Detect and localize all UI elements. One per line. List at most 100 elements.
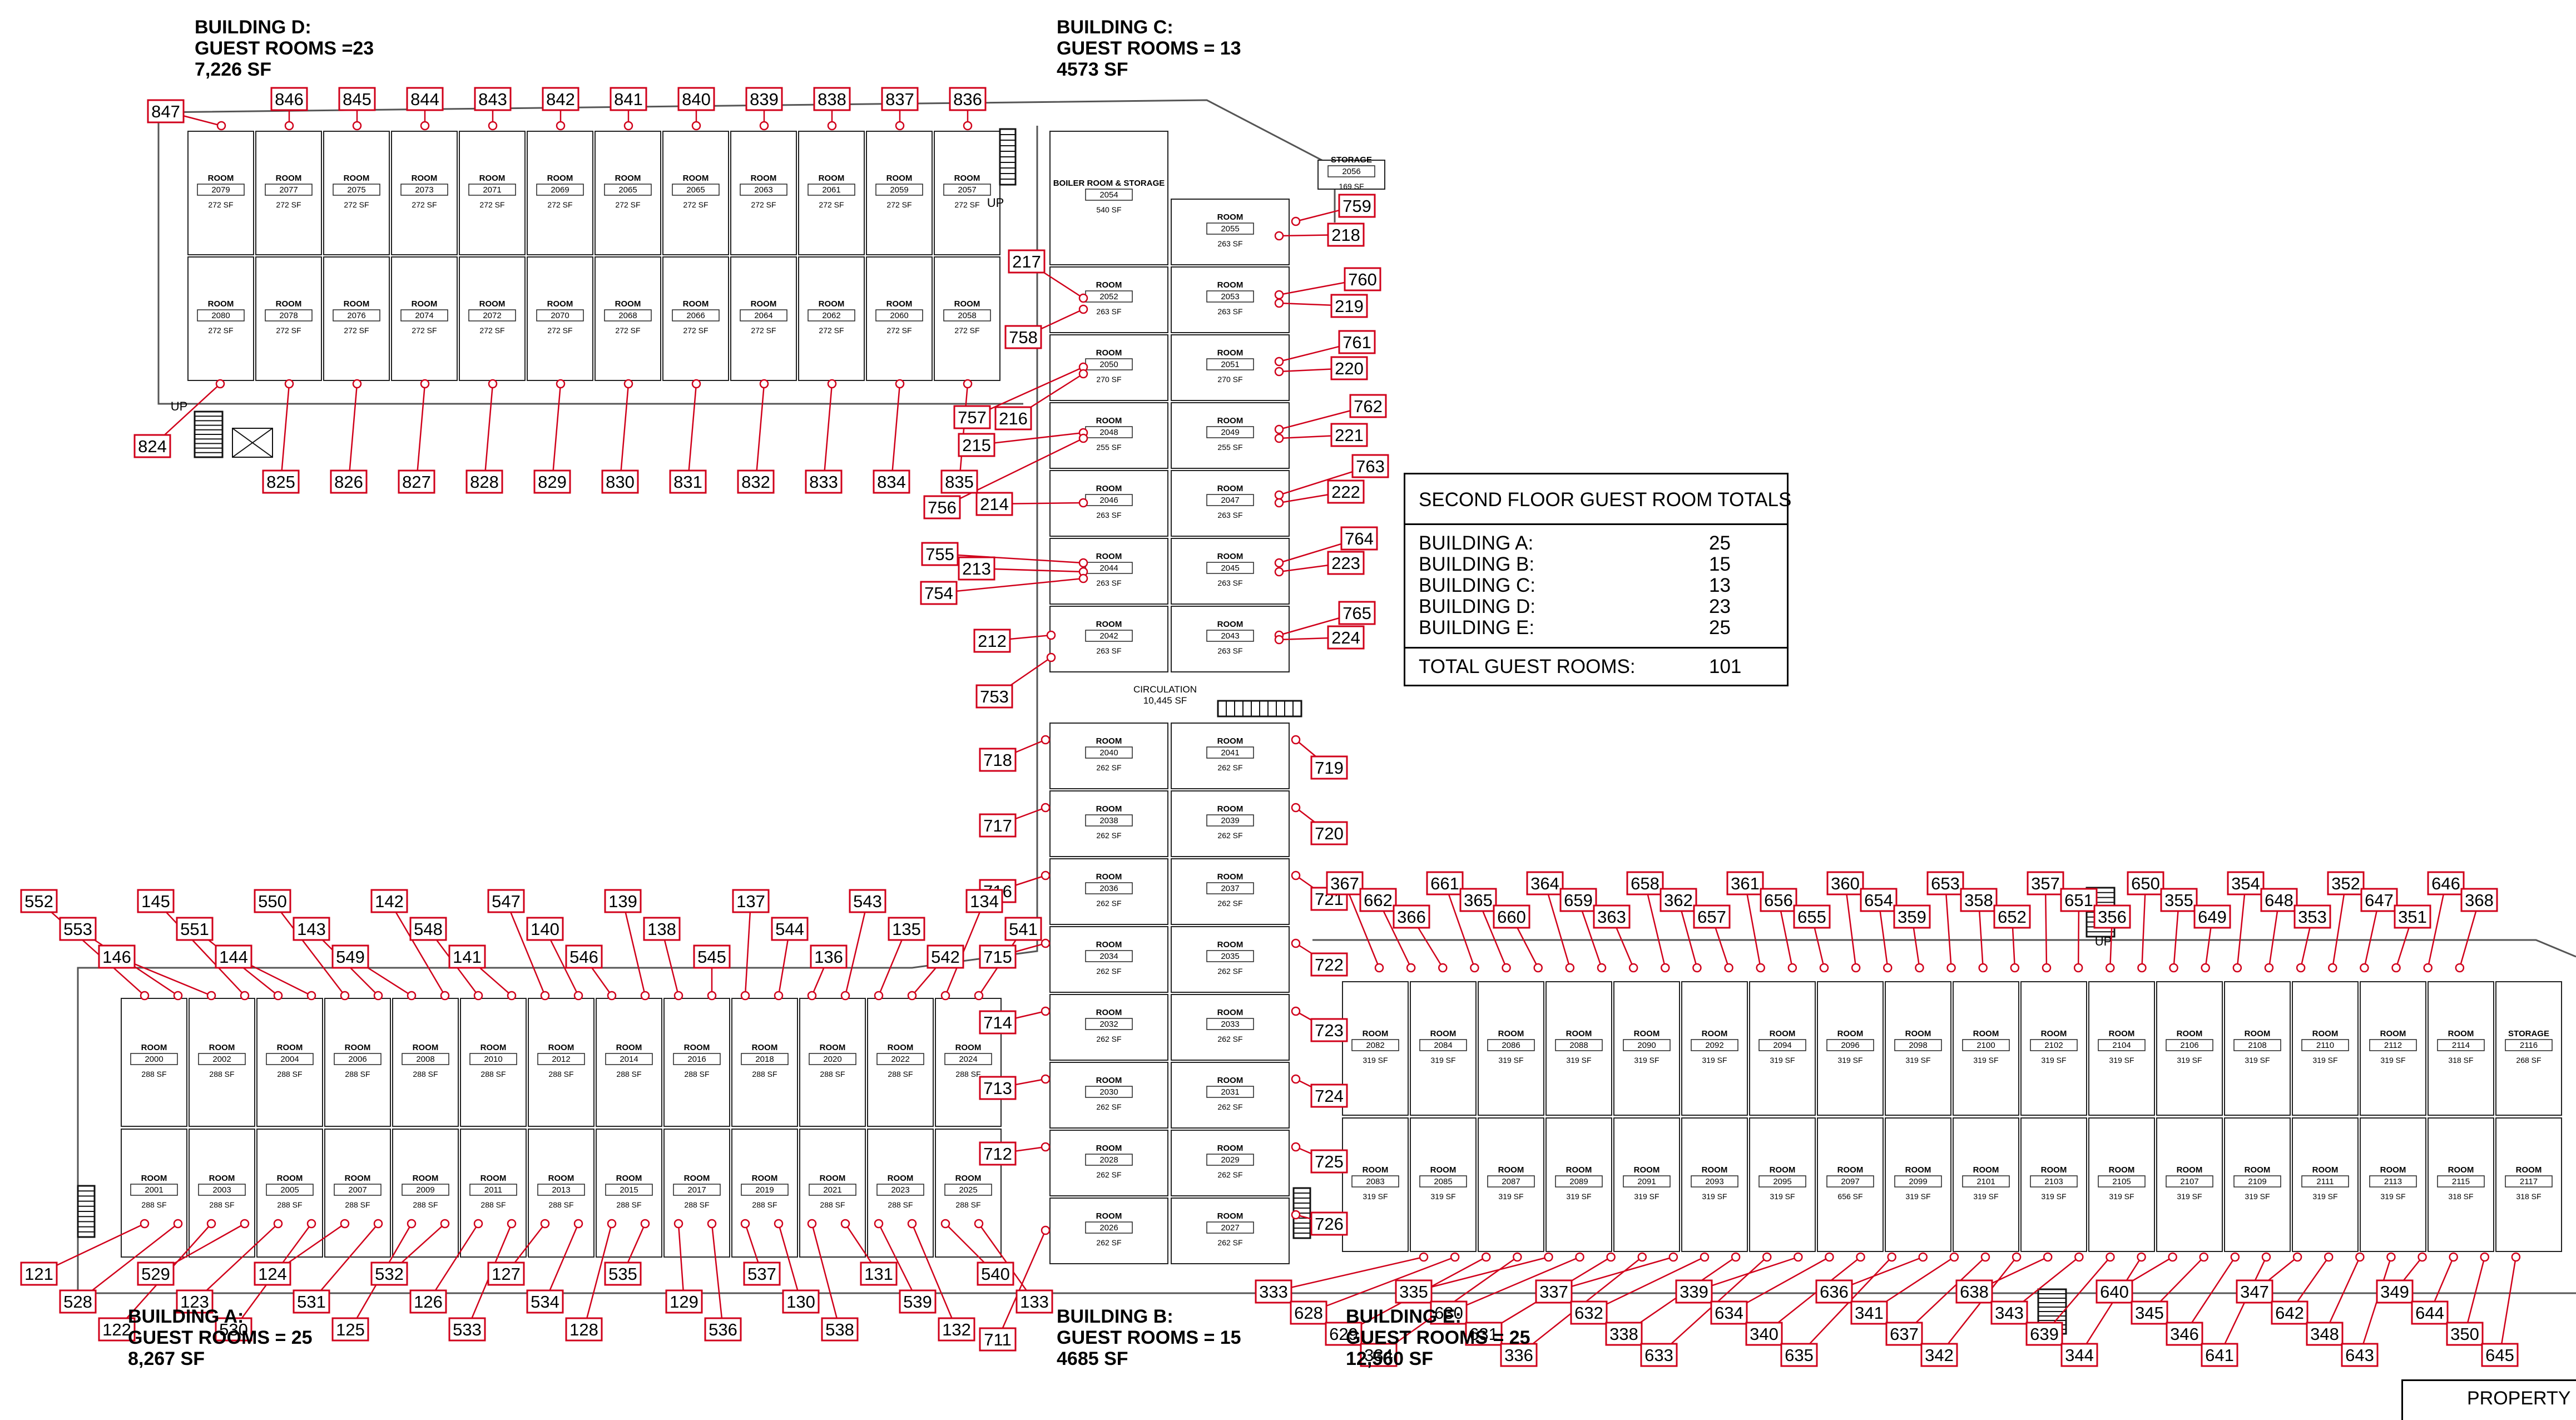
keynote-tag: 643 [2341,1343,2379,1367]
keynote-number: 757 [958,408,987,427]
keynote-tag: 134 [965,889,1003,913]
stair-up-label: UP [171,399,188,413]
room-number: 2099 [1909,1177,1927,1186]
room-area: 319 SF [2109,1192,2134,1201]
keynote-tag: 759 [1338,194,1376,218]
totals-row-label: BUILDING C: [1419,575,1536,596]
room-number-box [2505,1175,2553,1188]
keynote-tag: 359 [1893,904,1931,929]
room-name: ROOM [751,299,777,309]
keynote-tag: 633 [1640,1343,1678,1367]
keynote-tag: 646 [2427,871,2465,895]
keynote-leader [890,383,901,482]
keynote-target [1078,573,1088,583]
room-number-box [1206,1086,1254,1098]
room-number-box [1085,1154,1133,1166]
building-e-area: 12,560 SF [1346,1348,1433,1369]
keynote-tag: 652 [1993,904,2031,929]
stair: UP [171,399,224,458]
keynote-number: 135 [892,919,921,939]
keynote-box [1004,325,1042,349]
keynote-number: 346 [2170,1324,2199,1344]
keynote-tag: 361 [1726,871,1764,895]
keynote-target [2232,963,2242,973]
keynote-tag: 122 [98,1317,136,1342]
keynote-number: 654 [1864,890,1893,910]
keynote-tag: 549 [331,944,369,969]
keynote-tag: 653 [1926,871,1964,895]
keynote-number: 717 [983,816,1012,835]
keynote-number: 765 [1343,603,1371,623]
keynote-target [273,1219,283,1229]
keynote-number: 334 [1364,1345,1393,1365]
totals-divider [1405,523,1787,525]
building-outline [77,126,1046,1294]
keynote-tag: 662 [1359,888,1397,912]
building-b-label: BUILDING B: GUEST ROOMS = 15 4685 SF [1057,1306,1241,1369]
keynote-number: 658 [1631,874,1659,893]
keynote-tag: 346 [2166,1322,2203,1346]
room-name: ROOM [2312,1165,2339,1175]
room-number: 2072 [483,311,501,320]
keynote-number: 659 [1564,890,1593,910]
keynote-number: 843 [478,90,507,109]
keynote-box [1570,1300,1608,1325]
keynote-number: 643 [2345,1345,2374,1365]
room-name: ROOM [209,1174,235,1183]
room-area: 288 SF [480,1070,506,1078]
room-number-box [2166,1175,2213,1188]
room-number-box [809,1184,856,1196]
keynote-tag: 213 [958,556,995,581]
keynote-target [940,1219,950,1229]
keynote-number: 829 [538,472,567,492]
keynote-number: 538 [825,1320,854,1339]
keynote-box [1426,871,1464,895]
keynote-tag: 712 [979,1141,1017,1166]
keynote-tag: 649 [2193,904,2231,929]
keynote-number: 223 [1331,553,1360,573]
keynote-tag: 764 [1340,526,1378,551]
room-number: 2098 [1909,1041,1927,1050]
keynote-number: 715 [983,947,1012,967]
building-d-label: BUILDING D: GUEST ROOMS =23 7,226 SF [195,17,374,80]
keynote-box [1015,1289,1053,1314]
keynote-tag: 628 [1290,1300,1327,1325]
room-number-box [1085,746,1133,759]
room-name: ROOM [2516,1165,2542,1175]
keynote-number: 828 [470,472,499,492]
keynote-box [1290,1300,1327,1325]
keynote-box [979,1327,1017,1352]
room-number-box [1085,1221,1133,1234]
keynote-target [140,1219,150,1229]
room-area: 272 SF [819,326,844,335]
room-number-box [266,1184,314,1196]
keynote-tag: 358 [1960,888,1998,912]
keynote-number: 830 [606,472,635,492]
keynote-tag: 363 [1593,904,1631,929]
keynote-tag: 529 [137,1261,175,1286]
keynote-box [1338,601,1376,625]
room-number-box [808,309,855,321]
keynote-box [994,406,1032,431]
room-number: 2016 [687,1055,706,1064]
keynote-number: 756 [928,498,957,517]
room-number: 2040 [1099,748,1118,758]
room-number-box [537,1184,585,1196]
keynote-box [1325,1322,1363,1346]
keynote-number: 545 [697,947,726,967]
room-number-box [2369,1039,2417,1051]
keynote-target [140,991,150,1001]
keynote-leader [958,383,969,482]
keynote-tag: 532 [370,1261,408,1286]
keynote-leader [1763,1256,1861,1334]
room-number-box [1085,630,1133,642]
building-c-rooms: GUEST ROOMS = 13 [1057,38,1241,59]
